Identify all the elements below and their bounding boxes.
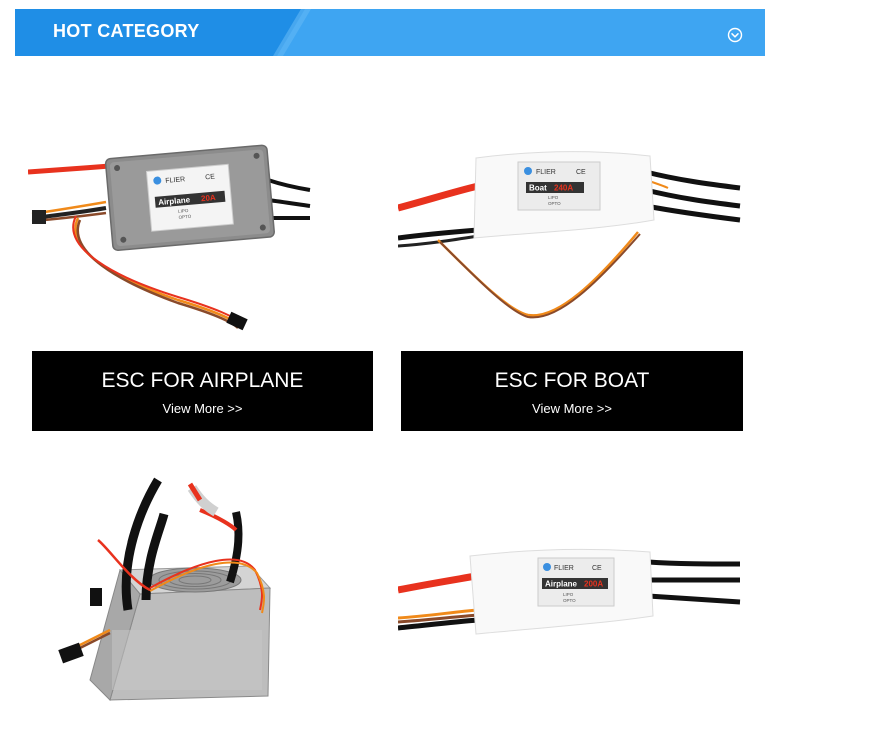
label-brand: FLIER	[536, 169, 556, 176]
label-brand: FLIER	[554, 565, 574, 572]
label-mark: CE	[592, 565, 602, 572]
section-title: HOT CATEGORY	[53, 21, 200, 41]
product-card-cooled-esc[interactable]	[50, 470, 290, 710]
label-mark: CE	[205, 174, 216, 182]
label-rating: 20A	[201, 193, 217, 203]
label-model: Airplane	[545, 580, 578, 589]
label-rating: 240A	[554, 184, 573, 193]
label-sub: LIPO	[563, 592, 574, 597]
label-sub: LIPO	[548, 195, 559, 200]
view-more-link[interactable]: View More >>	[162, 401, 243, 416]
label-rating: 200A	[584, 580, 603, 589]
product-image-cooled-esc	[58, 477, 272, 701]
label-opto: OPTO	[548, 201, 561, 206]
banner-esc-airplane[interactable]: ESC FOR AIRPLANE View More >>	[32, 351, 373, 431]
label-model: Airplane	[158, 195, 191, 207]
banner-title: ESC FOR AIRPLANE	[101, 369, 304, 392]
view-more-link[interactable]: View More >>	[532, 401, 612, 416]
hot-category-header: HOT CATEGORY	[15, 9, 765, 56]
banner-esc-boat[interactable]: ESC FOR BOAT View More >>	[401, 351, 743, 431]
product-card-boat[interactable]: FLIER CE Boat 240A LIPO OPTO	[398, 140, 743, 330]
chevron-down-circle-icon[interactable]	[727, 27, 743, 43]
banner-title: ESC FOR BOAT	[494, 369, 650, 392]
header-background	[15, 9, 765, 56]
product-card-airplane[interactable]: FLIER CE Airplane 20A LIPO OPTO	[28, 130, 328, 345]
product-image-boat-esc: FLIER CE Boat 240A LIPO OPTO	[398, 151, 741, 319]
product-image-airplane-200a-esc: FLIER CE Airplane 200A LIPO OPTO	[398, 548, 741, 635]
label-mark: CE	[576, 169, 586, 176]
product-card-airplane-200a[interactable]: FLIER CE Airplane 200A LIPO OPTO	[398, 540, 743, 650]
label-brand: FLIER	[165, 176, 185, 185]
product-image-airplane-esc: FLIER CE Airplane 20A LIPO OPTO	[28, 144, 311, 331]
label-model: Boat	[529, 184, 547, 193]
label-sub: LIPO	[178, 208, 189, 214]
label-opto: OPTO	[563, 598, 576, 603]
label-opto: OPTO	[178, 214, 192, 220]
